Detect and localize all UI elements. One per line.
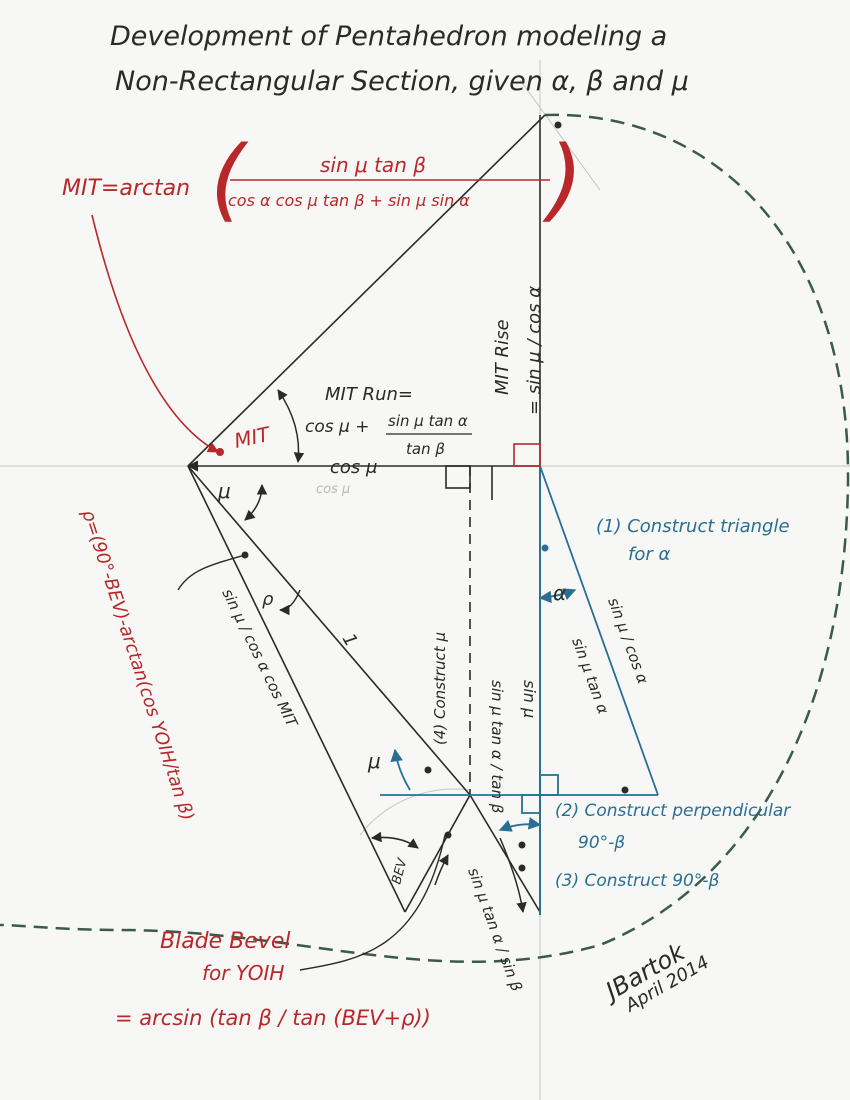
title-line-1: Development of Pentahedron modeling a bbox=[110, 21, 667, 52]
sin-mu-cos-alpha-cos-mit-label: sin μ / cos α cos MIT bbox=[218, 586, 301, 732]
cos-mu-faint: cos μ bbox=[316, 482, 350, 497]
bev-angle-label: BEV bbox=[389, 856, 411, 886]
dashed-circle-arc bbox=[0, 113, 850, 963]
bev-leader-line bbox=[299, 834, 446, 971]
rho-formula: ρ=(90°-BEV)-arctan(cos YOIH/tan β) bbox=[77, 507, 198, 823]
mit-run-label: MIT Run= bbox=[325, 384, 413, 405]
alpha-angle-label: α bbox=[553, 581, 566, 605]
mit-formula-lhs: MIT=arctan bbox=[62, 176, 190, 201]
cos-mu-label: cos μ bbox=[330, 457, 377, 478]
rho-leader-line bbox=[177, 554, 246, 591]
rho-angle-label: ρ bbox=[262, 589, 274, 610]
marker-dots bbox=[241, 121, 629, 872]
step3-label: (3) Construct 90°-β bbox=[555, 871, 719, 891]
step1-line2: for α bbox=[628, 544, 670, 565]
mit-angle-label: MIT bbox=[232, 422, 273, 453]
sin-mu-tan-alpha-over-tan-beta-label: sin μ tan α / tan β bbox=[488, 680, 506, 814]
mit-rise-label: MIT Rise bbox=[492, 319, 513, 395]
step1-dot bbox=[541, 544, 549, 552]
blade-bevel-line3: = arcsin (tan β / tan (BEV+ρ)) bbox=[115, 1006, 431, 1030]
sin-mu-over-cos-alpha-label: sin μ / cos α bbox=[604, 595, 652, 686]
mit-leader-line bbox=[91, 214, 219, 453]
mit-run-numerator: sin μ tan α bbox=[388, 412, 468, 430]
blade-bevel-line1: Blade Bevel bbox=[160, 929, 290, 954]
ninety-minus-beta-label: 90°-β bbox=[578, 833, 625, 853]
mit-denominator: cos α cos μ tan β + sin μ sin α bbox=[228, 191, 470, 210]
angle-arcs bbox=[244, 389, 527, 914]
title-line-2: Non-Rectangular Section, given α, β and … bbox=[115, 66, 689, 97]
mu-construct-angle: μ bbox=[367, 749, 381, 773]
mit-rise-value: = sin μ / cos α bbox=[524, 286, 545, 415]
construct-mu-label: (4) Construct μ bbox=[431, 632, 449, 745]
step1-line1: (1) Construct triangle bbox=[596, 516, 790, 537]
hypotenuse-one-label: 1 bbox=[338, 630, 362, 650]
mit-run-cos: cos μ + bbox=[305, 417, 369, 437]
mu-angle-label: μ bbox=[217, 479, 231, 503]
mit-dot bbox=[216, 448, 224, 456]
mit-formula: MIT=arctan ( ) sin μ tan β cos α cos μ t… bbox=[62, 127, 583, 232]
pencil-guides bbox=[0, 60, 850, 1100]
sin-mu-label: sin μ bbox=[520, 680, 539, 718]
mit-numerator: sin μ tan β bbox=[320, 153, 426, 177]
blue-construction bbox=[380, 465, 659, 915]
blade-bevel-line2: for YOIH bbox=[202, 961, 284, 985]
mit-run-denominator: tan β bbox=[406, 440, 445, 458]
step2-label: (2) Construct perpendicular bbox=[555, 801, 791, 821]
